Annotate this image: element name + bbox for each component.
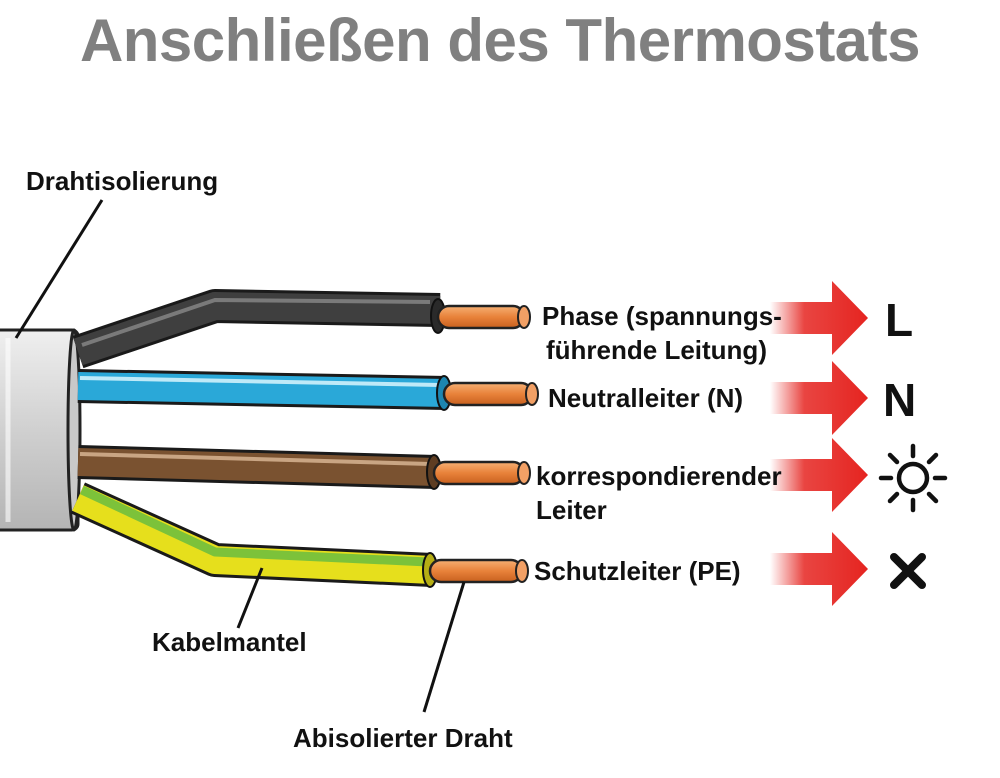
label-insulation: Drahtisolierung — [26, 166, 218, 196]
wire-neutral — [77, 369, 539, 411]
page-title: Anschließen des Thermostats — [79, 7, 921, 74]
arrow-neutral — [770, 361, 868, 435]
cable-sheath — [0, 328, 82, 532]
label-corresponding-line2: Leiter — [536, 495, 607, 525]
cross-icon — [890, 553, 926, 589]
sun-icon — [878, 443, 948, 513]
arrow-protective-earth — [770, 532, 868, 606]
symbol-phase: L — [885, 294, 913, 346]
arrow-corresponding — [770, 438, 868, 512]
label-stripped: Abisolierter Draht — [293, 723, 513, 753]
label-phase-line1: Phase (spannungs- — [542, 301, 782, 331]
wire-phase — [72, 289, 531, 369]
leader-insulation — [14, 199, 104, 339]
label-corresponding-line1: korrespondierender — [536, 461, 782, 491]
label-protective-earth: Schutzleiter (PE) — [534, 556, 741, 586]
leader-stripped — [422, 581, 466, 713]
label-sheath: Kabelmantel — [152, 627, 307, 657]
wire-protective-earth — [70, 482, 529, 588]
arrow-phase — [770, 281, 868, 355]
symbol-neutral: N — [883, 374, 916, 426]
leader-sheath — [236, 567, 264, 629]
label-neutral: Neutralleiter (N) — [548, 383, 743, 413]
wire-corresponding — [77, 445, 531, 490]
label-phase-line2: führende Leitung) — [546, 335, 767, 365]
